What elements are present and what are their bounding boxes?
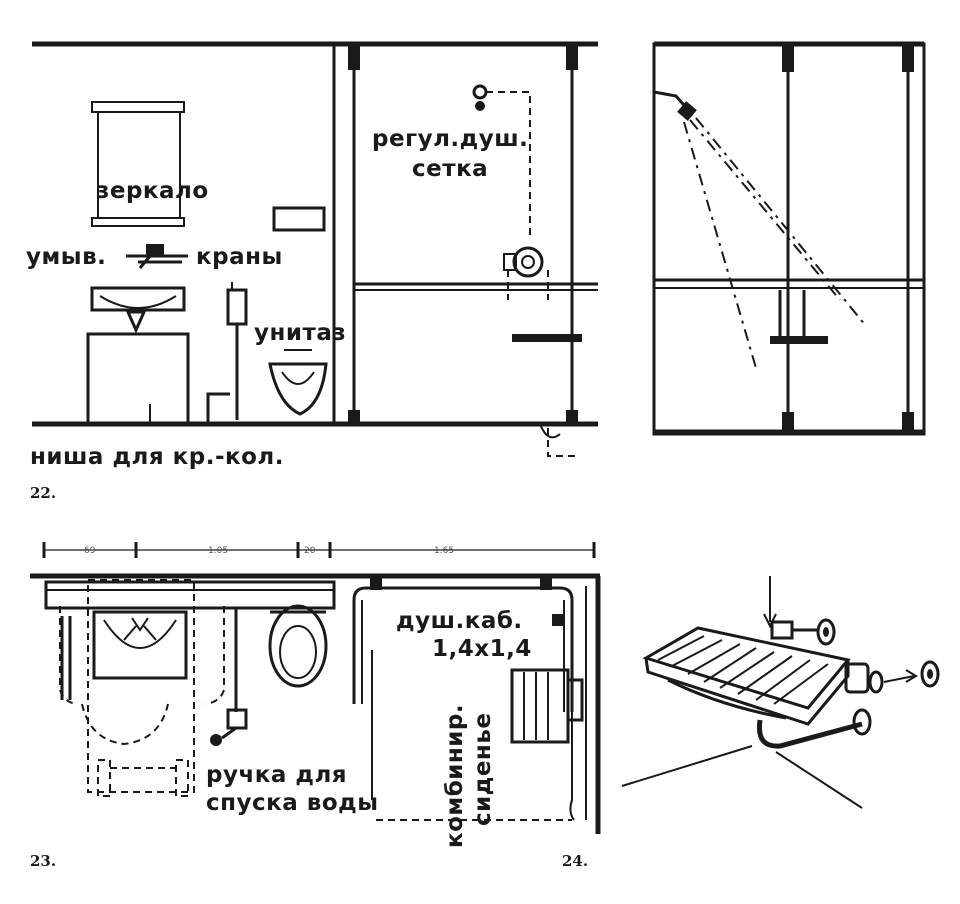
leader-line-2 xyxy=(775,751,863,809)
shower-head-icon xyxy=(472,84,531,236)
faucet-icon xyxy=(126,244,188,269)
dim-20: 20 xyxy=(304,546,316,556)
plan-toilet xyxy=(268,604,328,688)
wheelchair-outline xyxy=(59,579,225,797)
figure-23-number: 23. xyxy=(30,852,56,870)
dim-105: 1.05 xyxy=(208,546,228,556)
figure-24: 24. xyxy=(562,576,940,870)
hinge-bolts xyxy=(763,576,940,694)
figure-22-number: 22. xyxy=(30,484,56,502)
dim-69: 69 xyxy=(84,546,96,556)
wall-plate xyxy=(272,206,326,232)
plan-flush-pipe xyxy=(210,608,248,746)
shower-cabin-label-1: душ.каб. xyxy=(396,608,523,634)
dim-165: 1.65 xyxy=(434,546,454,556)
washbasin xyxy=(86,286,190,426)
mirror-label: зеркало xyxy=(96,178,209,204)
washbasin-label: умыв. xyxy=(26,244,106,270)
counter xyxy=(44,580,336,610)
shower-head-label-1: регул.душ. xyxy=(372,126,528,152)
shower-cabin-frame xyxy=(348,44,598,424)
flush-handle-label-1: ручка для xyxy=(206,762,347,788)
side-shower-head-icon xyxy=(653,90,697,121)
plan-shower-cabin xyxy=(352,578,575,821)
left-wall-pipe xyxy=(60,616,72,700)
drain-pipe xyxy=(547,428,580,457)
dimension-line xyxy=(42,542,596,558)
mirror xyxy=(91,101,185,227)
flush-handle-label-2: спуска воды xyxy=(206,790,379,816)
shower-head-label-2: сетка xyxy=(412,156,488,182)
leader-line xyxy=(621,745,753,787)
side-seat xyxy=(770,290,828,344)
flush-pipe xyxy=(206,282,248,424)
toilet xyxy=(268,349,328,416)
combined-seat-label-1: комбинир. xyxy=(442,704,468,848)
mixer-valve-icon xyxy=(503,246,549,300)
figure-22: зеркало умыв. краны унитаз xyxy=(26,41,598,502)
niche-label: ниша для кр.-кол. xyxy=(30,444,284,470)
figure-23: 69 1.05 20 1.65 xyxy=(30,542,601,870)
toilet-label: унитаз xyxy=(254,320,346,346)
shower-cabin-label-2: 1,4x1,4 xyxy=(432,636,532,662)
folding-seat xyxy=(642,626,851,726)
faucets-label: краны xyxy=(196,244,283,270)
shower-spray xyxy=(683,117,867,369)
plan-washbasin xyxy=(92,610,188,680)
soap-shelf xyxy=(512,334,582,342)
grab-bar xyxy=(756,708,872,749)
shower-side-view xyxy=(652,41,926,436)
plan-seat xyxy=(510,668,584,744)
figure-24-number: 24. xyxy=(562,852,588,870)
combined-seat-label-2: сиденье xyxy=(470,713,496,826)
